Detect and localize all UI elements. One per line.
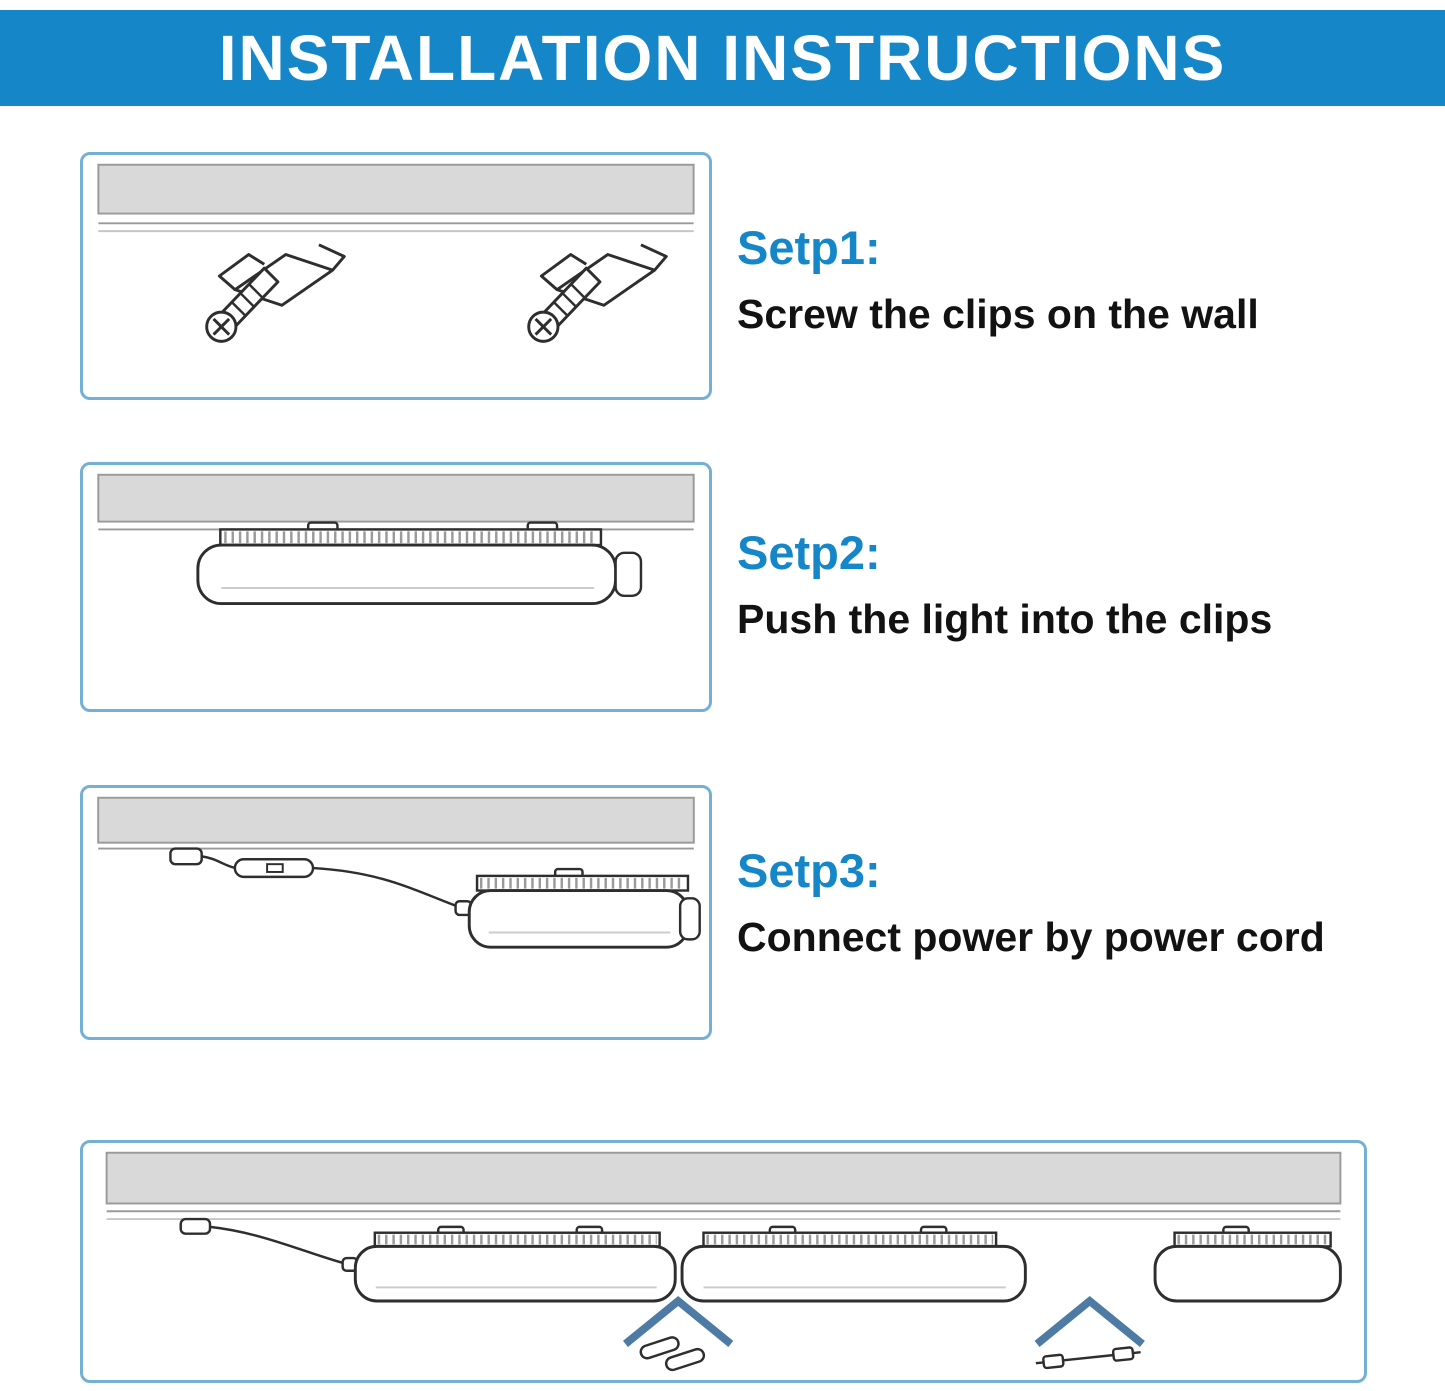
step2-label: Setp2: bbox=[737, 526, 881, 579]
step2-description: Push the light into the clips bbox=[737, 596, 1273, 642]
mounting-clip-with-screw bbox=[527, 243, 668, 343]
wall bbox=[105, 1151, 1342, 1221]
step3-description: Connect power by power cord bbox=[737, 914, 1325, 960]
pin-connectors-icon bbox=[639, 1336, 706, 1372]
header-banner: INSTALLATION INSTRUCTIONS bbox=[0, 10, 1445, 106]
step1-text: Setp1: Screw the clips on the wall bbox=[737, 220, 1259, 338]
series-connection-illustration-box bbox=[80, 1140, 1367, 1383]
light-fixture bbox=[1153, 1225, 1342, 1303]
mounting-clip-with-screw bbox=[205, 243, 346, 343]
wall bbox=[97, 163, 695, 233]
chevron-up-icon bbox=[1034, 1295, 1145, 1347]
step1-label: Setp1: bbox=[737, 221, 881, 274]
light-fixture bbox=[353, 1225, 677, 1303]
wall bbox=[97, 473, 695, 531]
step3-illustration-box bbox=[80, 785, 712, 1040]
step1-description: Screw the clips on the wall bbox=[737, 291, 1259, 337]
step3-text: Setp3: Connect power by power cord bbox=[737, 843, 1325, 961]
step2-illustration-box bbox=[80, 462, 712, 712]
power-cord bbox=[169, 847, 473, 917]
step1-illustration-box bbox=[80, 152, 712, 400]
light-pushed-into-clips-icon bbox=[97, 473, 695, 606]
power-cord bbox=[179, 1217, 359, 1272]
chevron-up-icon bbox=[623, 1295, 734, 1347]
light-fixture bbox=[196, 521, 643, 606]
power-cord-connected-icon bbox=[97, 796, 701, 949]
clips-screwed-on-wall-icon bbox=[97, 163, 695, 343]
cord-connector-icon bbox=[1035, 1346, 1141, 1370]
light-fixture bbox=[680, 1225, 1027, 1303]
light-fixture bbox=[467, 867, 701, 949]
step2-text: Setp2: Push the light into the clips bbox=[737, 525, 1272, 643]
page-title: INSTALLATION INSTRUCTIONS bbox=[218, 22, 1227, 94]
wall bbox=[97, 796, 695, 850]
step3-label: Setp3: bbox=[737, 844, 881, 897]
linked-lights-series-connectors-icon bbox=[105, 1151, 1342, 1372]
